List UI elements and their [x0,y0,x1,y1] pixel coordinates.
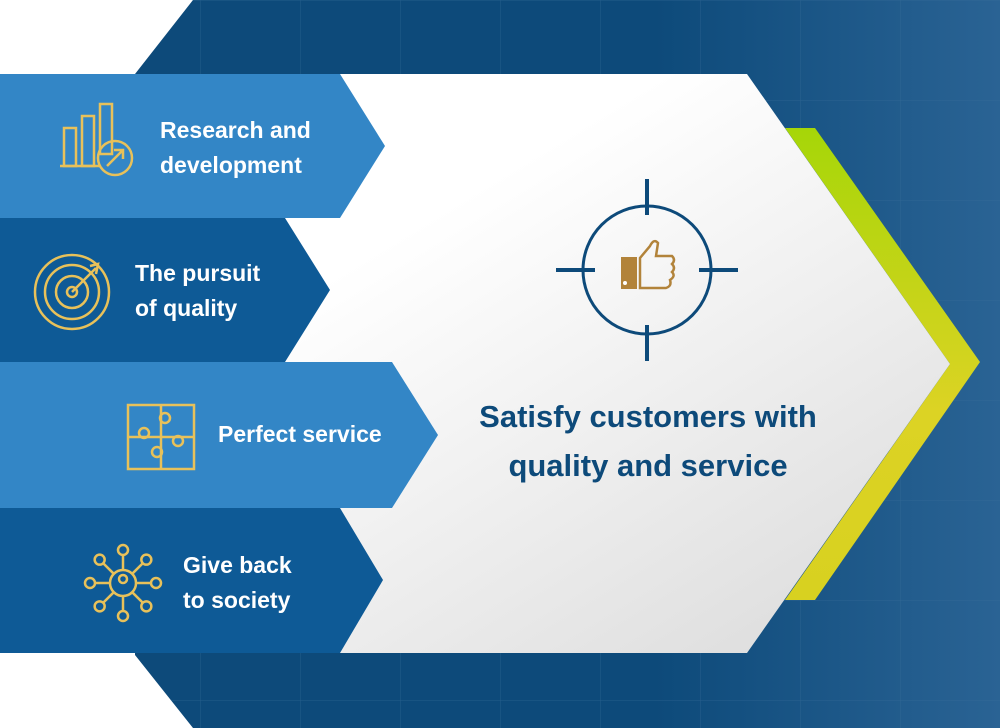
banner-society [0,508,383,653]
banner-quality [0,218,330,362]
network-people-icon [83,543,163,623]
thumbs-up-crosshair-icon [556,179,738,361]
label-line: of quality [135,295,238,321]
label-line: development [160,152,302,178]
target-arrow-icon [33,253,111,331]
banner-service [0,362,438,508]
label-line: Research and [160,117,311,143]
item-service-label: Perfect service [218,417,382,452]
title-line: Satisfy customers with [479,399,817,434]
chart-growth-icon [60,102,134,177]
item-quality-label: The pursuit of quality [135,256,260,326]
center-title: Satisfy customers with quality and servic… [420,392,876,490]
item-research-label: Research and development [160,113,311,183]
puzzle-icon [126,403,196,471]
label-line: The pursuit [135,260,261,286]
label-line: Give back [183,552,292,578]
title-line: quality and service [508,448,788,483]
banner-research [0,74,385,218]
item-society-label: Give back to society [183,548,292,618]
label-line: to society [183,587,291,613]
label-line: Perfect service [218,421,382,447]
